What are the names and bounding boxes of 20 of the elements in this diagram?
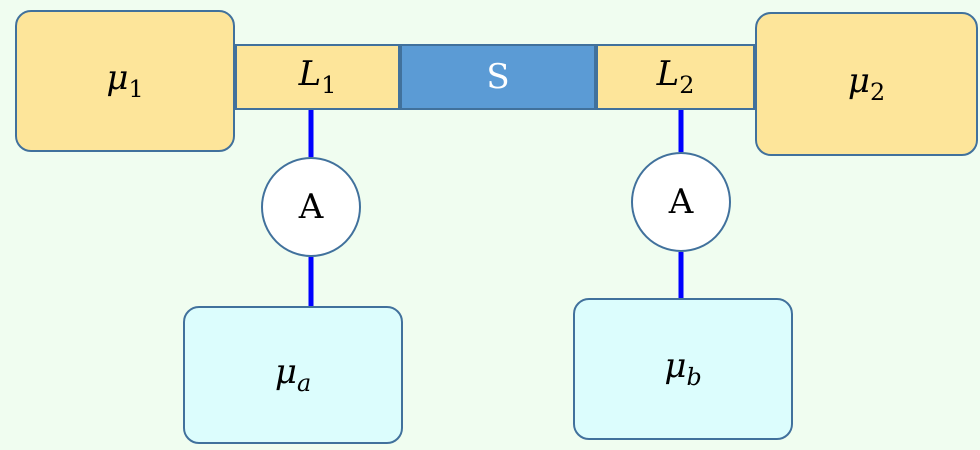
connector-line: [308, 257, 314, 306]
connector-line: [678, 110, 684, 152]
symbol-label: L$_{2}$: [656, 56, 694, 98]
circle-label: A: [668, 185, 694, 219]
symbol-label: L$_{1}$: [298, 56, 336, 98]
connector-line: [308, 110, 314, 157]
symbol-label: μ$_{1}$: [106, 60, 144, 102]
symbol-label: S: [486, 60, 510, 94]
rounded-box: [755, 12, 978, 156]
circle-label: A: [298, 190, 324, 224]
connector-line: [678, 252, 684, 298]
symbol-label: μ$_{b}$: [664, 348, 702, 390]
link-bar: [596, 44, 755, 110]
rounded-box: [15, 10, 235, 152]
symbol-label: μ$_{2}$: [848, 64, 886, 104]
rounded-box: [183, 306, 403, 444]
rounded-box: [573, 298, 793, 440]
link-bar: [235, 44, 400, 110]
system-box: [400, 44, 596, 110]
symbol-label: μ$_{a}$: [274, 354, 312, 396]
